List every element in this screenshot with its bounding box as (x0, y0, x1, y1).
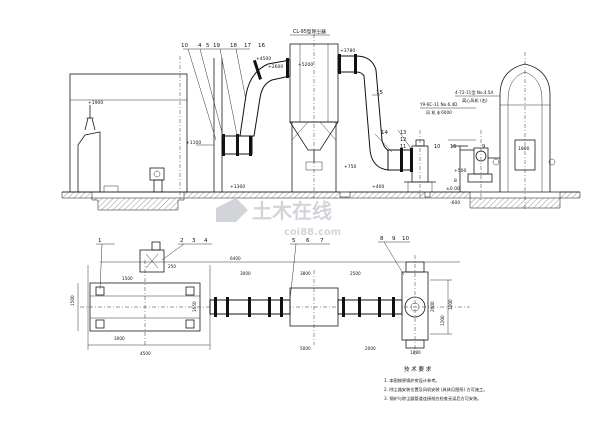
callout-8: 8 (454, 178, 457, 184)
elev-2600: +2600 (268, 64, 283, 70)
outlet-duct (337, 54, 413, 172)
plan-dim-2600: 2600 (430, 301, 435, 312)
callout-14: 14 (381, 130, 388, 136)
callout-16: 16 (258, 43, 265, 49)
notes-item-2: 2. 除尘器安装位置及风机安装 (具体见图纸) 方可施工。 (384, 386, 487, 393)
plan-dim-250: 250 (168, 264, 176, 269)
plan-dim-1880: 1880 (410, 350, 421, 355)
left-duct (196, 58, 291, 192)
elev-400: +400 (372, 184, 384, 190)
watermark: 土木在线 coi88.com (216, 198, 341, 238)
plan-dim-1200-b: 1200 (440, 315, 445, 326)
callout-9: 9 (482, 144, 485, 150)
callout-11: 11 (400, 144, 406, 150)
plan-callout-5: 5 (292, 238, 296, 244)
notes-title: 技 术 要 求 (404, 365, 432, 373)
plan-callout-9: 9 (392, 236, 396, 242)
boiler-building (69, 56, 188, 198)
elev-1300: +1300 (230, 184, 245, 190)
callout-18: 18 (230, 43, 237, 49)
plan-dim-1650: 1650 (192, 301, 197, 312)
plan-callout-8: 8 (380, 236, 384, 242)
tank-note-line2: 离心风机 (右) (462, 97, 488, 104)
plan-dim-3800: 3800 (300, 271, 311, 276)
callout-4: 4 (198, 43, 202, 49)
plan-dim-2500: 2500 (350, 271, 361, 276)
elev-1900: +1900 (88, 100, 103, 106)
elevation-texts: 10 4 5 19 18 17 16 CL-95型除尘器 15 14 13 12… (88, 28, 530, 206)
callout-12: 12 (400, 137, 406, 143)
plan-dim-1500-a: 1500 (122, 276, 133, 281)
dim-1800: 1800 (518, 146, 530, 152)
elevation-view: 10 4 5 19 18 17 16 CL-95型除尘器 15 14 13 12… (61, 28, 581, 211)
plan-duct (209, 270, 403, 345)
cyclone-collector (289, 34, 339, 198)
plan-support (139, 241, 165, 273)
plan-dim-3000-b: 3000 (114, 336, 125, 341)
watermark-line2: coi88.com (284, 227, 341, 238)
notes-item-3: 3. 锅炉与除尘器管道连接前应检查无误后方可安装。 (384, 395, 481, 402)
leader-lines (183, 34, 500, 153)
callout-5: 5 (206, 43, 210, 49)
elev-zero: ±0.00 (446, 186, 460, 192)
elev-500: +500 (454, 168, 466, 174)
plan-fan (401, 255, 452, 355)
fan-note-line2: 风 机 ϕ 6000 (426, 109, 452, 116)
notes-item-1: 1. 本图按原锅炉房设计参考。 (384, 377, 440, 384)
watermark-line1: 土木在线 (252, 199, 332, 223)
plan-dim-2000: 2000 (365, 346, 376, 351)
plan-callout-10: 10 (402, 236, 409, 242)
callout-15: 15 (376, 90, 383, 96)
callout-17: 17 (244, 43, 251, 49)
plan-dim-1500-b: 1500 (70, 295, 75, 306)
elev-1100: +1100 (186, 140, 201, 146)
elev-5200: +5200 (298, 62, 313, 68)
right-tank (492, 52, 556, 210)
plan-callout-3: 3 (192, 238, 196, 244)
cyclone-title: CL-95型除尘器 (293, 28, 326, 35)
watermark-logo-icon (216, 198, 248, 222)
plan-callout-4: 4 (204, 238, 208, 244)
induced-fan (404, 130, 436, 198)
callout-10-fan: 10 (434, 144, 440, 150)
circulation-pump (452, 130, 500, 200)
elev-minus-600: -600 (450, 200, 460, 206)
plan-dim-4500: 4500 (140, 351, 151, 356)
plan-callout-6: 6 (306, 238, 310, 244)
callout-10: 10 (181, 43, 188, 49)
plan-dim-3000-a: 3000 (240, 271, 251, 276)
elev-750: +750 (344, 164, 356, 170)
tank-note-line1: 4-72-11型 No.4.5A (455, 89, 493, 95)
callout-16-fan: 16 (450, 144, 456, 150)
plan-view: 1 2 3 4 5 6 7 8 9 10 1500 4500 3000 2500… (70, 236, 470, 356)
plan-texts: 1 2 3 4 5 6 7 8 9 10 1500 4500 3000 2500… (70, 236, 453, 356)
elev-3780: +3780 (340, 48, 355, 54)
callout-19: 19 (213, 43, 220, 49)
plan-dim-5000: 5000 (300, 346, 311, 351)
plan-dim-1200-a: 1200 (448, 299, 453, 310)
fan-note-line1: Y9-6C-11 No.6.4D (419, 102, 457, 107)
plan-callout-1: 1 (98, 238, 102, 244)
elev-4500: +4500 (256, 56, 271, 62)
technical-notes: 技 术 要 求 1. 本图按原锅炉房设计参考。 2. 除尘器安装位置及风机安装 … (384, 365, 487, 402)
plan-callout-2: 2 (180, 238, 184, 244)
plan-dim-6400: 6400 (230, 256, 241, 261)
callout-13: 13 (400, 130, 406, 136)
plan-leaders (96, 241, 460, 301)
plan-callout-7: 7 (320, 238, 324, 244)
